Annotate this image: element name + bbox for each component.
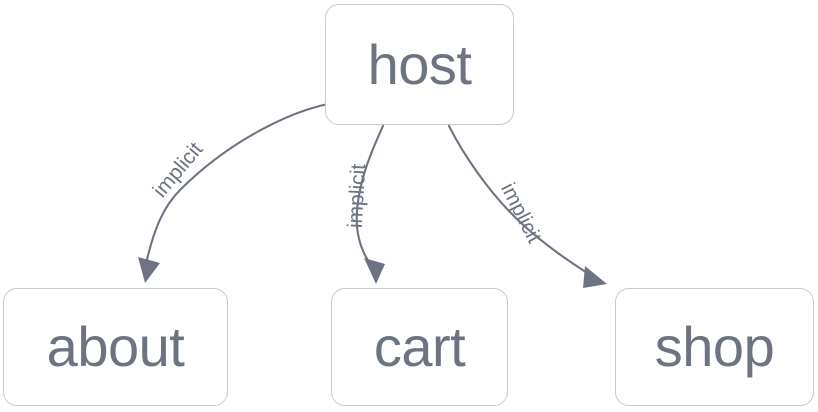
edge-host-shop[interactable] (447, 124, 607, 288)
node-cart[interactable]: cart (331, 288, 508, 406)
edge-host-shop-line (447, 124, 594, 278)
node-host[interactable]: host (325, 4, 514, 125)
edge-host-cart-line (355, 124, 385, 270)
edge-host-about[interactable] (138, 102, 330, 283)
node-host-label: host (367, 32, 472, 96)
edge-host-about-line (144, 102, 330, 266)
edge-label-host-cart: implicit (343, 163, 371, 229)
node-cart-label: cart (373, 315, 466, 378)
node-shop-label: shop (654, 315, 775, 378)
arrowhead-icon (138, 257, 160, 283)
node-about-label: about (46, 315, 185, 378)
arrowhead-icon (583, 266, 607, 288)
node-shop[interactable]: shop (615, 288, 814, 406)
arrowhead-icon (364, 258, 385, 284)
edge-host-cart[interactable] (355, 124, 385, 284)
node-about[interactable]: about (3, 288, 228, 406)
